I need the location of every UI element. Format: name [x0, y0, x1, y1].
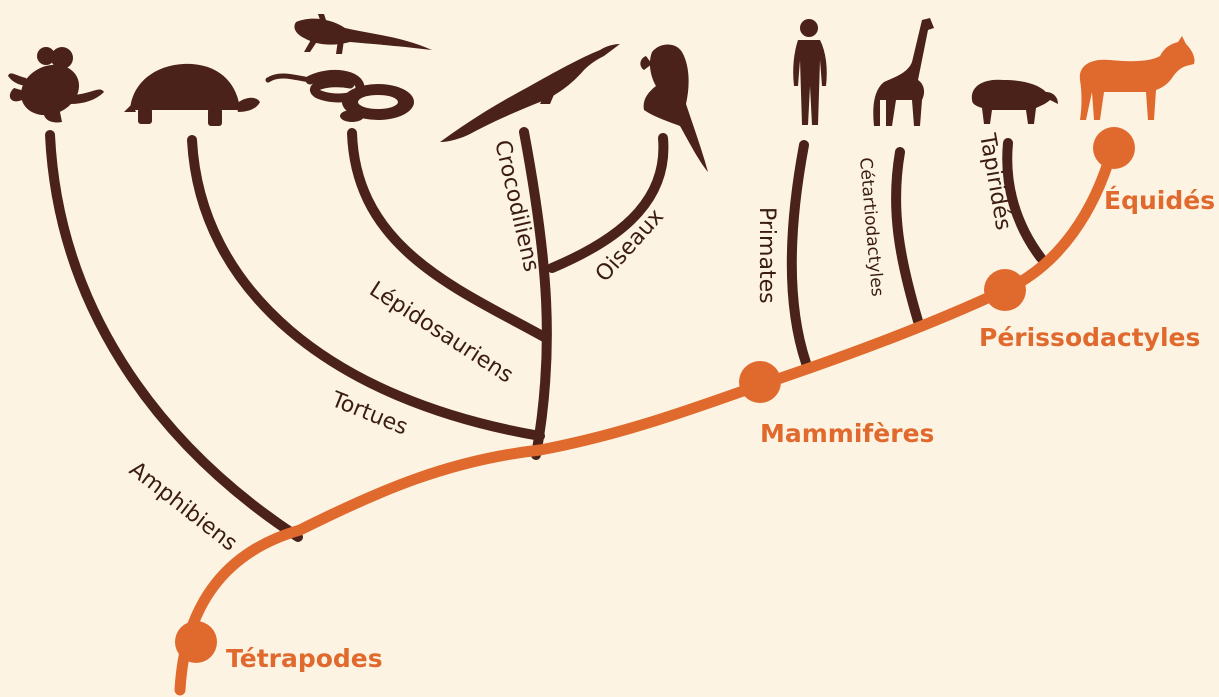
branch-oiseaux [552, 138, 663, 268]
branch-archosaur-stem [524, 132, 547, 455]
branch-amphibiens [50, 135, 298, 537]
branch-cetartiodactyles [896, 152, 918, 321]
label-amphibiens: Amphibiens [124, 457, 241, 556]
branch-primates [792, 145, 806, 363]
tapir-icon [972, 80, 1058, 124]
label-primates: Primates [754, 207, 779, 304]
parrot-icon [640, 45, 708, 173]
giraffe-icon [873, 18, 934, 126]
label-lepidosauriens: Lépidosauriens [365, 277, 518, 388]
snake-icon [268, 74, 414, 122]
node-perissodactyles [984, 269, 1026, 311]
node-mammiferes [739, 361, 781, 403]
label-mammiferes: Mammifères [760, 419, 934, 448]
label-perissodactyles: Périssodactyles [979, 323, 1200, 352]
label-cetartiodactyles: Cétartiodactyles [855, 157, 887, 298]
frog-icon [8, 47, 104, 124]
node-tetrapodes [175, 621, 217, 663]
tortoise-icon [124, 64, 260, 126]
crocodile-icon [440, 44, 620, 142]
lizard-icon [294, 14, 432, 54]
horse-icon [1080, 36, 1195, 120]
node-equides [1093, 127, 1135, 169]
human-icon [793, 19, 827, 125]
label-tetrapodes: Tétrapodes [226, 644, 383, 673]
label-equides: Équidés [1104, 186, 1215, 215]
branch-tapirides [1007, 143, 1041, 258]
